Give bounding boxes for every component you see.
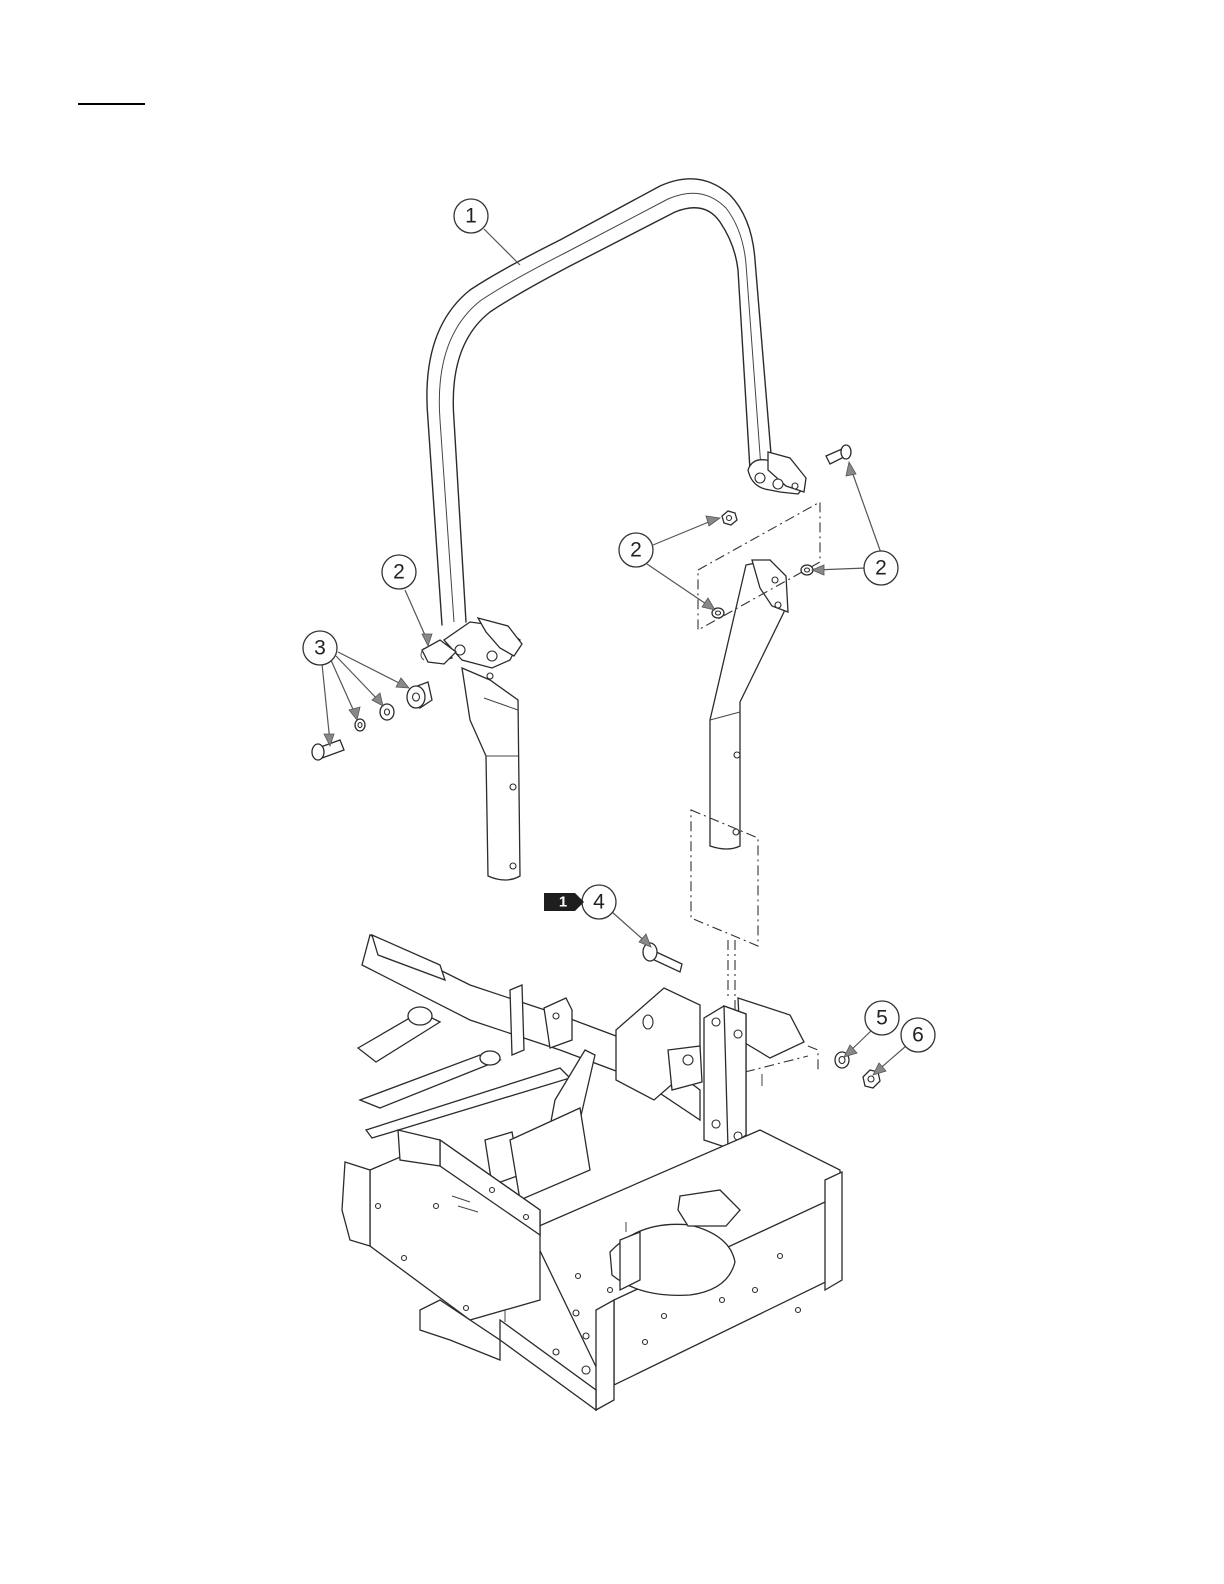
note-badge: 1 bbox=[544, 893, 584, 911]
hex-nut-right bbox=[722, 511, 737, 525]
callout-6-label: 6 bbox=[912, 1024, 924, 1047]
left-spacer bbox=[407, 682, 432, 708]
callout-2-left: 2 bbox=[382, 555, 416, 589]
callout-5-label: 5 bbox=[876, 1007, 888, 1030]
callout-4: 4 bbox=[582, 885, 616, 919]
left-lock-washer bbox=[355, 719, 365, 731]
callout-4-label: 4 bbox=[593, 891, 605, 914]
callout-5: 5 bbox=[865, 1001, 899, 1035]
callout-2-left-label: 2 bbox=[393, 561, 405, 584]
mower-frame bbox=[342, 935, 842, 1410]
note-badge-label: 1 bbox=[559, 894, 567, 911]
mount-bolt bbox=[643, 943, 682, 972]
callout-3-label: 3 bbox=[314, 637, 326, 660]
callout-2-right: 2 bbox=[864, 551, 898, 585]
callout-2-right-label: 2 bbox=[875, 557, 887, 580]
callout-1-label: 1 bbox=[465, 205, 477, 228]
left-roll-bar-leg bbox=[462, 668, 520, 880]
callout-3: 3 bbox=[303, 631, 337, 665]
right-hinge-bracket bbox=[748, 452, 806, 494]
callout-1: 1 bbox=[454, 199, 488, 233]
hinge-pin-bolt bbox=[826, 445, 851, 464]
callout-2-center: 2 bbox=[619, 533, 653, 567]
callout-2-center-label: 2 bbox=[630, 539, 642, 562]
callout-6: 6 bbox=[901, 1018, 935, 1052]
right-roll-bar-leg bbox=[710, 560, 788, 849]
left-flat-washer bbox=[380, 704, 394, 720]
left-bolt bbox=[312, 740, 344, 760]
leader-lines bbox=[322, 229, 906, 1075]
